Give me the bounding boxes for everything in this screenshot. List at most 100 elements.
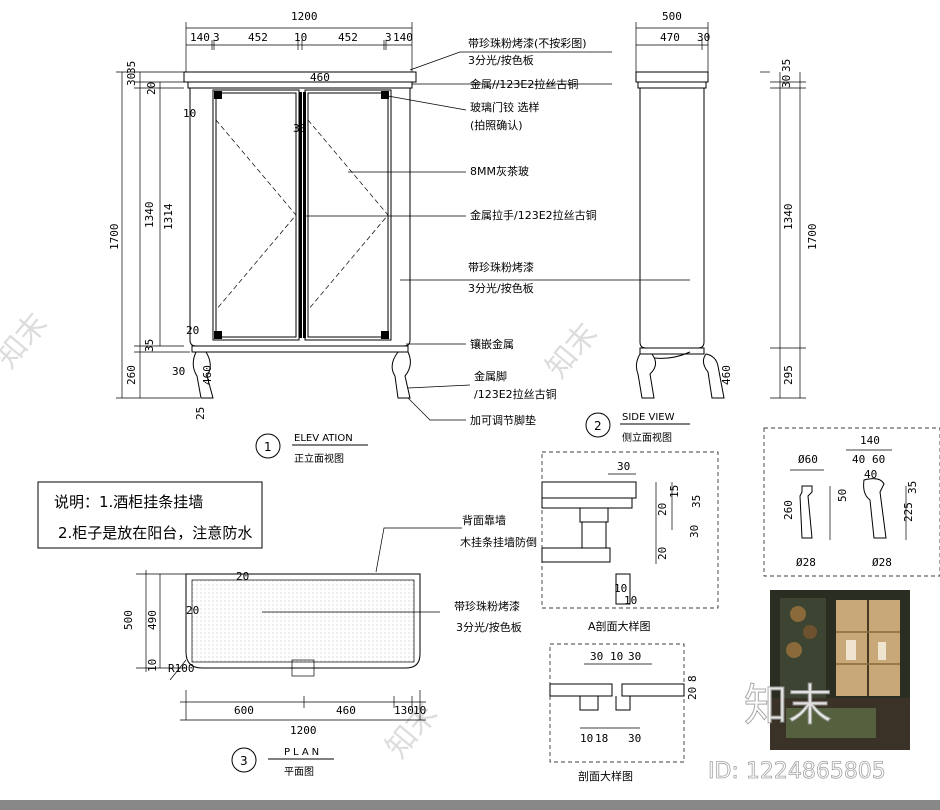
secA-35: 35 bbox=[690, 495, 703, 508]
elev-dim-6: 3 bbox=[385, 31, 392, 44]
side-right-295: 295 bbox=[782, 365, 795, 385]
foot-225: 225 bbox=[902, 502, 915, 522]
foot-dia-28a: Ø28 bbox=[796, 556, 816, 569]
elev-left-1340: 1340 bbox=[143, 202, 156, 229]
plan-callout-wall: 背面靠墙 bbox=[462, 513, 506, 527]
note-pearl-paint-2: 带珍珠粉烤漆 bbox=[468, 260, 534, 274]
secA-30b: 30 bbox=[688, 525, 701, 538]
plan-bottom-130: 130 bbox=[394, 704, 414, 717]
side-label-title: SIDE VIEW bbox=[622, 412, 675, 423]
bottom-bar bbox=[0, 800, 940, 810]
hinge-icon bbox=[214, 331, 222, 339]
side-right-1340: 1340 bbox=[782, 204, 795, 231]
elev-dim-1: 140 bbox=[190, 31, 210, 44]
left-glass-door bbox=[212, 89, 300, 341]
plan-left-490: 490 bbox=[146, 610, 159, 630]
sec2-30c: 30 bbox=[628, 732, 641, 745]
elev-dim-4: 10 bbox=[294, 31, 307, 44]
plan-left-10: 10 bbox=[146, 659, 159, 672]
hinge-icon bbox=[381, 91, 389, 99]
plan-callout-paint: 带珍珠粉烤漆 bbox=[454, 599, 520, 613]
plan-bottom-600: 600 bbox=[234, 704, 254, 717]
sec2-30b: 30 bbox=[628, 650, 641, 663]
note-inlay-metal: 镶嵌金属 bbox=[470, 337, 514, 351]
side-overall-width: 500 bbox=[662, 10, 682, 23]
plan-label-num: 3 bbox=[240, 754, 248, 768]
leg-left bbox=[192, 351, 214, 399]
elev-dim-3: 452 bbox=[248, 31, 268, 44]
watermark-text: 知末 bbox=[0, 307, 55, 375]
elev-left-20: 20 bbox=[145, 82, 158, 95]
plan-label-title: PLAN bbox=[284, 747, 322, 758]
plan-callout-batten: 木挂条挂墙防倒 bbox=[460, 535, 537, 549]
note-color-board: 3分光/按色板 bbox=[468, 53, 534, 67]
secA-10b: 10 bbox=[624, 594, 637, 607]
elev-left-35b: 35 bbox=[143, 339, 156, 352]
plan-outline bbox=[185, 573, 421, 669]
foot-dia-60: Ø60 bbox=[798, 453, 818, 466]
elev-mark-20: 20 bbox=[186, 324, 199, 337]
sec2-10: 10 bbox=[610, 650, 623, 663]
reference-photo bbox=[770, 590, 910, 750]
plan-left-500: 500 bbox=[122, 610, 135, 630]
watermark-text: 知末 bbox=[539, 317, 604, 385]
elev-dim-7: 140 bbox=[393, 31, 413, 44]
notes-line-1: 说明：1.酒柜挂条挂墙 bbox=[54, 493, 203, 511]
side-foot-460: 460 bbox=[720, 365, 733, 385]
elev-dim-2: 3 bbox=[213, 31, 220, 44]
side-right-30: 30 bbox=[780, 75, 793, 88]
section-a-detail: 30 15 20 35 30 20 10 10 bbox=[541, 451, 719, 609]
notes-line-2: 2.柜子是放在阳台，注意防水 bbox=[58, 524, 252, 542]
note-metal-bronze: 金属//123E2拉丝古铜 bbox=[470, 77, 578, 91]
elev-dim-5: 452 bbox=[338, 31, 358, 44]
sec2-30: 30 bbox=[590, 650, 603, 663]
foot-140: 140 bbox=[860, 434, 880, 447]
side-right-1700: 1700 bbox=[806, 224, 819, 251]
plan-overall-1200: 1200 bbox=[290, 724, 317, 737]
elev-left-30b: 30 bbox=[172, 365, 185, 378]
view-number-circle bbox=[255, 433, 281, 459]
secA-30: 30 bbox=[617, 460, 630, 473]
sec2-10b: 10 bbox=[580, 732, 593, 745]
watermark-text: 知末 bbox=[379, 697, 444, 765]
side-label-sub: 侧立面视图 bbox=[622, 431, 672, 444]
right-glass-door bbox=[304, 89, 392, 341]
handle-left bbox=[299, 92, 302, 338]
plan-inner-20b: 20 bbox=[186, 604, 199, 617]
note-adjustable-pad: 加可调节脚垫 bbox=[470, 413, 536, 427]
watermark-logo: 知末 bbox=[744, 680, 832, 731]
elev-mark-10: 10 bbox=[183, 107, 196, 120]
elev-bottom-25: 25 bbox=[194, 407, 207, 420]
plan-label-sub: 平面图 bbox=[284, 766, 314, 778]
elev-left-1700: 1700 bbox=[108, 224, 121, 251]
elev-label-num: 1 bbox=[264, 440, 272, 454]
foot-260: 260 bbox=[782, 500, 795, 520]
foot-50: 50 bbox=[836, 489, 849, 502]
foot-40: 40 bbox=[852, 453, 865, 466]
side-dim-30: 30 bbox=[697, 31, 710, 44]
foot-dia-28b: Ø28 bbox=[872, 556, 892, 569]
side-leg-front bbox=[635, 353, 656, 399]
side-label-num: 2 bbox=[594, 419, 602, 433]
elev-overall-width: 1200 bbox=[291, 10, 318, 23]
note-handle: 金属拉手/123E2拉丝古铜 bbox=[470, 208, 597, 222]
watermark-id: ID: 1224865805 bbox=[708, 759, 886, 784]
section-2-label: 剖面大样图 bbox=[578, 769, 633, 783]
hinge-icon bbox=[214, 91, 222, 99]
foot-detail bbox=[763, 427, 940, 577]
elev-left-30: 30 bbox=[125, 73, 138, 86]
note-photo-confirm: (拍照确认) bbox=[470, 118, 523, 132]
foot-60: 60 bbox=[872, 453, 885, 466]
side-view: 500 470 30 460 30 35 1340 1700 295 2 SID… bbox=[585, 10, 819, 444]
note-pearl-paint: 带珍珠粉烤漆(不按彩图) bbox=[468, 36, 587, 50]
elevation-view: 1200 140 3 452 10 452 3 140 bbox=[108, 10, 417, 465]
section-a-label: A剖面大样图 bbox=[588, 619, 651, 633]
secA-20b: 20 bbox=[656, 547, 669, 560]
plan-bottom-10: 10 bbox=[413, 704, 426, 717]
handle-right bbox=[303, 92, 306, 338]
foot-side-icon bbox=[863, 478, 887, 539]
sec2-8: 8 bbox=[686, 675, 699, 682]
annotation-leaders bbox=[304, 51, 690, 421]
plan-view: 500 490 10 20 20 R100 600 460 130 10 120… bbox=[122, 527, 462, 778]
